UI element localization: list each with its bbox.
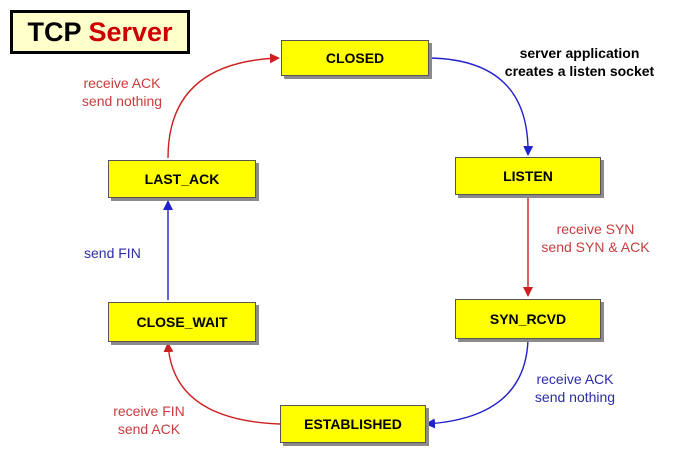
arrow-syn-rcvd-to-established bbox=[425, 339, 529, 429]
label-close-wait-to-last-ack: send FIN bbox=[84, 244, 141, 262]
label-listen-to-syn-rcvd: receive SYN send SYN & ACK bbox=[528, 220, 663, 256]
state-established: ESTABLISHED bbox=[280, 405, 426, 443]
state-last-ack: LAST_ACK bbox=[108, 160, 256, 198]
label-last-ack-to-closed: receive ACK send nothing bbox=[72, 74, 172, 110]
label-syn-rcvd-to-established: receive ACK send nothing bbox=[525, 370, 625, 406]
diagram-title: TCP Server bbox=[10, 10, 190, 54]
state-syn-rcvd: SYN_RCVD bbox=[455, 299, 601, 339]
label-listen-to-syn-rcvd-line1: receive SYN bbox=[556, 221, 635, 237]
title-word-tcp: TCP bbox=[27, 16, 82, 47]
label-closed-to-listen-line1: server application bbox=[519, 45, 640, 61]
label-syn-rcvd-to-established-line2: send nothing bbox=[534, 389, 616, 405]
label-listen-to-syn-rcvd-line2: send SYN & ACK bbox=[541, 239, 650, 255]
label-closed-to-listen: server application creates a listen sock… bbox=[482, 44, 677, 80]
label-established-to-close-wait-line1: receive FIN bbox=[113, 403, 185, 419]
label-closed-to-listen-line2: creates a listen socket bbox=[504, 63, 655, 79]
arrow-closed-to-listen bbox=[429, 57, 534, 156]
arrow-established-to-close-wait bbox=[163, 342, 281, 425]
arrow-last-ack-to-closed bbox=[167, 53, 280, 159]
label-last-ack-to-closed-line1: receive ACK bbox=[83, 75, 161, 91]
label-established-to-close-wait: receive FIN send ACK bbox=[104, 402, 194, 438]
title-word-server: Server bbox=[88, 16, 173, 47]
state-listen: LISTEN bbox=[455, 157, 601, 195]
state-close-wait: CLOSE_WAIT bbox=[108, 302, 256, 342]
label-last-ack-to-closed-line2: send nothing bbox=[81, 93, 163, 109]
label-close-wait-to-last-ack-line1: send FIN bbox=[84, 245, 141, 261]
label-syn-rcvd-to-established-line1: receive ACK bbox=[536, 371, 614, 387]
label-established-to-close-wait-line2: send ACK bbox=[117, 421, 181, 437]
state-closed: CLOSED bbox=[281, 40, 429, 76]
